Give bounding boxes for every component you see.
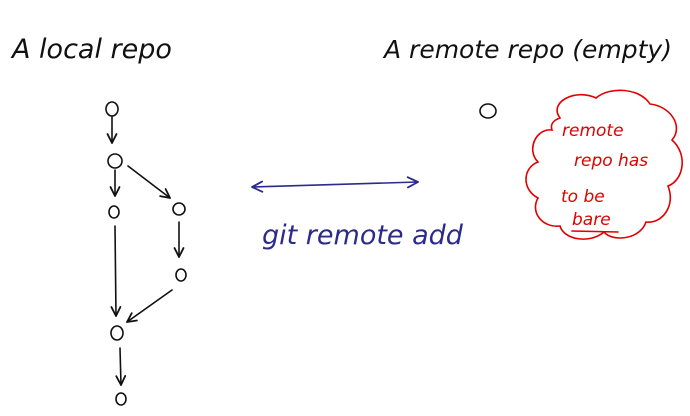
edge-c6-c7 [115,347,127,386]
edge-c2-c4 [127,165,171,199]
edge-c5-c6 [126,289,173,323]
note-line-1: remote [562,121,624,141]
commit-node [115,392,127,406]
remote-repo-heading: A remote repo (empty) [382,35,672,64]
commit-node [175,268,187,282]
commit-node [172,202,186,216]
commit-node [105,101,119,117]
local-repo-heading: A local repo [10,34,172,65]
note-underline [571,230,619,233]
local-commit-nodes [105,101,187,406]
note-emphasis-bare: bare [572,210,611,230]
note-cloud [525,89,683,240]
commit-node [107,153,123,169]
git-remote-add-label: git remote add [262,220,464,251]
commit-node [108,205,120,219]
note-line-3: to be [561,187,605,207]
remote-link-double-arrow [251,176,419,193]
note-line-2: repo has [574,151,648,171]
edge-c3-c6 [110,225,122,317]
commit-node [110,325,124,341]
remote-commit-node [479,103,497,119]
local-commit-edges [106,116,185,386]
